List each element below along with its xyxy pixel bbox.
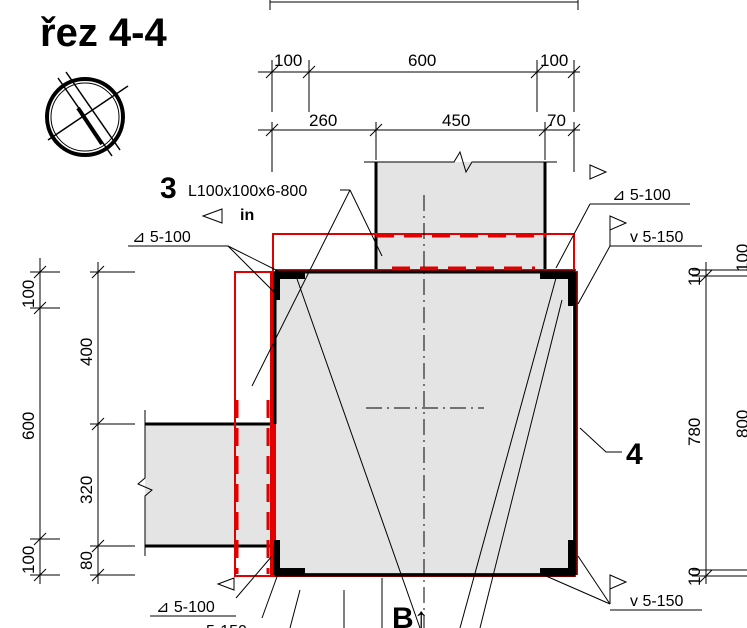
dim-left-80: 80	[77, 551, 96, 570]
left-dimension-outer: 100 600 100	[19, 258, 60, 584]
dim-top-100-left: 100	[274, 51, 302, 70]
angle-side: in	[240, 207, 254, 224]
left-dimension-inner: 400 320 80	[77, 262, 135, 584]
dim-left-400: 400	[77, 338, 96, 366]
top-dimension-row-2: 260 450 70	[258, 111, 581, 172]
section-symbol-icon	[45, 71, 129, 157]
top-dimension-row-1: 100 600 100	[258, 51, 581, 112]
dim-right-780: 780	[685, 418, 704, 446]
right-dimension-outer: 100 800	[733, 244, 747, 438]
weld-label-bottom-left: ⊿ 5-100	[156, 599, 215, 616]
section-mark-b: B↑	[392, 602, 429, 628]
weld-label-top-left: ⊿ 5-100	[132, 229, 191, 246]
dim-right-100: 100	[733, 244, 747, 272]
section-title: řez 4-4	[40, 11, 167, 55]
weld-label-right-top: v 5-150	[630, 229, 683, 246]
dim-left-100-bottom: 100	[19, 546, 38, 574]
center-axes	[366, 195, 484, 628]
dim-top-450: 450	[442, 111, 470, 130]
dim-left-320: 320	[77, 476, 96, 504]
callout-plate: 4	[579, 427, 643, 471]
right-dimension-inner: 10 780 10	[685, 262, 747, 586]
concrete-wall-left	[137, 410, 275, 556]
dim-left-100-top: 100	[19, 280, 38, 308]
callout-angle: 3 L100x100x6-800 in	[160, 172, 350, 224]
concrete-column-upper	[364, 150, 557, 272]
weld-label-bottom-cut: 5-150	[206, 623, 247, 628]
dim-top-260: 260	[309, 111, 337, 130]
angle-number: 3	[160, 172, 177, 205]
dim-left-600: 600	[19, 412, 38, 440]
weld-label-right-bottom: v 5-150	[630, 593, 683, 610]
pillar-outline	[273, 270, 577, 577]
dim-top-70: 70	[547, 111, 566, 130]
dim-top-100-right: 100	[540, 51, 568, 70]
weld-label-top-right: ⊿ 5-100	[612, 187, 671, 204]
dim-right-800: 800	[733, 410, 747, 438]
dim-right-10-top: 10	[685, 267, 704, 286]
dim-top-600: 600	[408, 51, 436, 70]
weld-flags	[201, 164, 628, 591]
angle-spec: L100x100x6-800	[188, 183, 307, 200]
dim-right-10-bottom: 10	[685, 567, 704, 586]
plate-number: 4	[626, 438, 643, 471]
